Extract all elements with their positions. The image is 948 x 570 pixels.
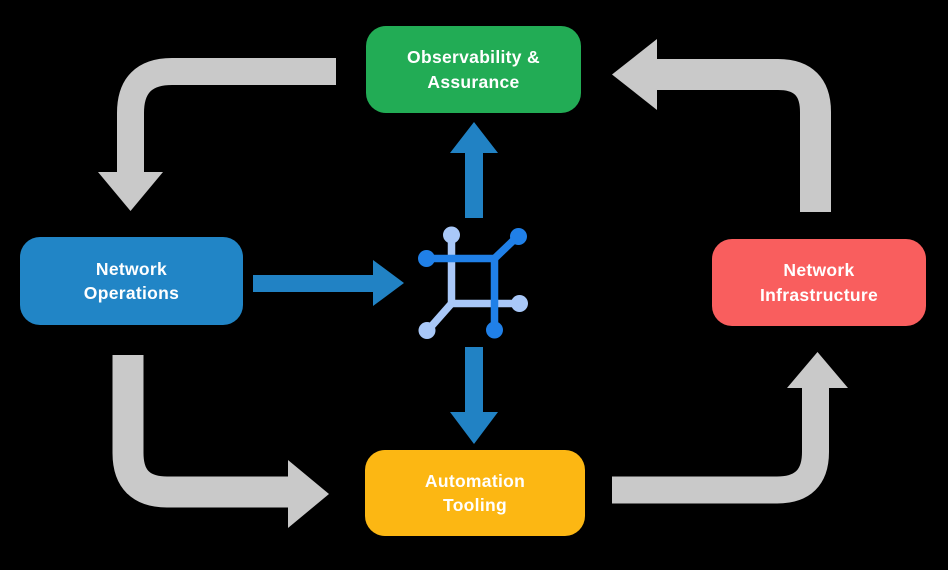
- arrow-automation-to-infrastructure: [612, 352, 848, 504]
- icon-node-bottom-left: [418, 322, 436, 339]
- arrow-shaft: [112, 355, 288, 508]
- arrow-infrastructure-to-observability: [612, 39, 831, 212]
- node-box-automation: [365, 450, 585, 536]
- icon-node-bottom: [486, 321, 503, 339]
- arrow-center-to-observability: [450, 122, 498, 218]
- arrow-shaft: [465, 347, 483, 413]
- arrow-head-right-icon: [288, 460, 329, 528]
- node-box-observability: [366, 26, 581, 113]
- node-box-operations: [20, 237, 243, 325]
- icon-node-right: [511, 295, 528, 312]
- arrow-observability-to-operations: [98, 58, 336, 211]
- network-mesh-icon: [418, 226, 528, 339]
- arrow-shaft: [612, 388, 829, 504]
- arrow-center-to-automation: [450, 347, 498, 444]
- arrow-head-left-icon: [612, 39, 657, 110]
- arrow-head-up-icon: [787, 352, 848, 388]
- arrow-operations-to-center: [253, 260, 404, 306]
- arrow-shaft: [657, 59, 831, 212]
- arrow-head-right-icon: [373, 260, 404, 306]
- arrow-shaft: [253, 275, 374, 292]
- arrow-head-down-icon: [98, 172, 163, 211]
- icon-node-top-right: [510, 228, 527, 245]
- arrow-shaft: [465, 152, 483, 218]
- arrow-shaft: [117, 58, 336, 173]
- icon-node-left: [418, 250, 435, 267]
- arrow-head-up-icon: [450, 122, 498, 153]
- node-box-infrastructure: [712, 239, 926, 326]
- icon-node-top: [443, 226, 460, 244]
- arrow-operations-to-automation: [112, 355, 329, 528]
- arrow-head-down-icon: [450, 412, 498, 444]
